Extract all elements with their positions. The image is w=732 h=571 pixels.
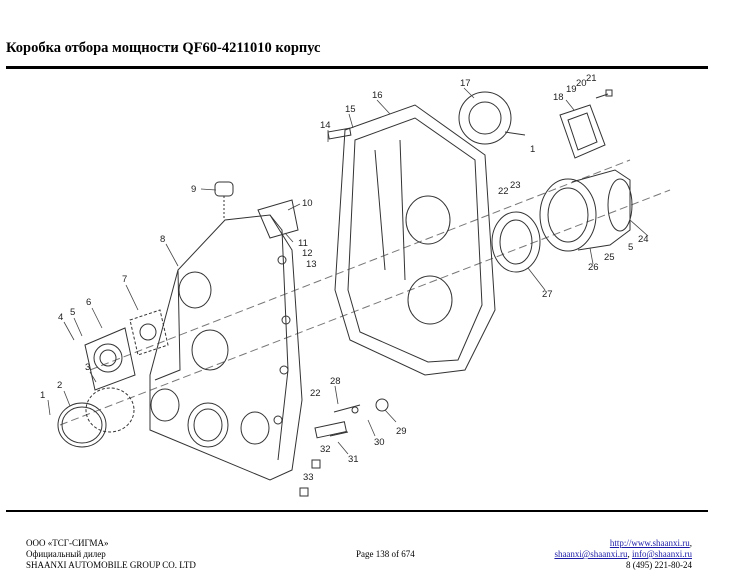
callout-23: 23 [510,180,521,191]
callout-10: 10 [302,198,313,209]
footer-phone: 8 (495) 221-80-24 [626,560,692,570]
callout-33: 33 [303,472,314,483]
footer-contacts-block: http://www.shaanxi.ru, shaanxi@shaanxi.r… [554,538,692,571]
callout-5: 5 [70,307,75,318]
exploded-parts-drawing: 1 2 3 4 5 6 7 8 9 10 11 12 13 14 15 16 1… [40,73,671,497]
callout-9: 9 [191,184,196,195]
callout-22: 22 [498,186,509,197]
callout-4: 4 [58,312,63,323]
callout-22-b: 22 [310,388,321,399]
callout-15: 15 [345,104,356,115]
callout-11: 11 [298,238,308,249]
callout-3: 3 [85,362,90,373]
callout-7: 7 [122,274,127,285]
callout-20: 20 [576,78,587,89]
callout-8: 8 [160,234,165,245]
callout-32: 32 [320,444,331,455]
callout-29: 29 [396,426,407,437]
footer-group: SHAANXI AUTOMOBILE GROUP CO. LTD [26,560,196,570]
callout-1: 1 [40,390,45,401]
callout-30: 30 [374,437,385,448]
footer-company-block: ООО «ТСГ-СИГМА» Официальный дилер SHAANX… [26,538,196,571]
callout-16: 16 [372,90,383,101]
callout-24: 24 [638,234,649,245]
footer-company: ООО «ТСГ-СИГМА» [26,538,109,548]
callout-18: 18 [553,92,564,103]
callout-13: 13 [306,259,317,270]
callout-26: 26 [588,262,599,273]
email-link-shaanxi[interactable]: shaanxi@shaanxi.ru [554,549,628,559]
header-rule [6,66,708,69]
callout-27: 27 [542,289,553,300]
callout-6: 6 [86,297,91,308]
email-separator: , [627,549,632,559]
footer-rule [6,510,708,512]
callout-2: 2 [57,380,62,391]
callout-19: 19 [566,84,577,95]
page-number: Page 138 of 674 [356,549,415,559]
website-suffix: , [689,538,692,548]
callout-12: 12 [302,248,313,259]
website-link[interactable]: http://www.shaanxi.ru [609,538,690,548]
callout-5-b: 5 [628,242,633,253]
email-link-info[interactable]: info@shaanxi.ru [631,549,692,559]
footer-dealer: Официальный дилер [26,549,106,559]
callout-28: 28 [330,376,341,387]
callout-25: 25 [604,252,615,263]
page-title: Коробка отбора мощности QF60-4211010 кор… [6,40,321,56]
callout-17: 17 [460,78,471,89]
callout-31: 31 [348,454,359,465]
callout-21: 21 [586,73,597,84]
callout-1-b: 1 [530,144,535,155]
callout-14: 14 [320,120,331,131]
